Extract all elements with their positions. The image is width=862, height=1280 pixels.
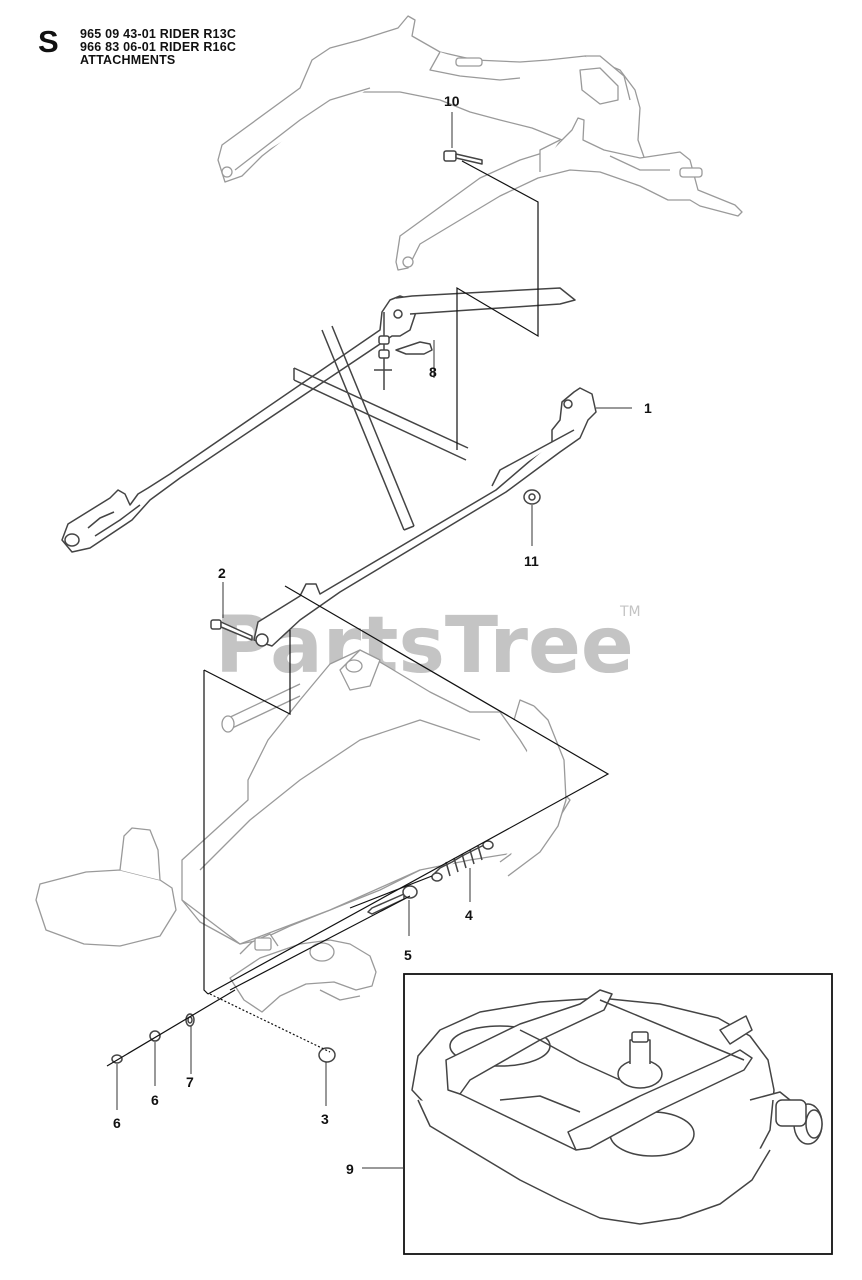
model-line-2: 966 83 06-01 RIDER R16C (80, 40, 237, 54)
section-title: ATTACHMENTS (80, 53, 176, 67)
nut-11 (523, 489, 541, 505)
rear-chassis (35, 649, 571, 1013)
watermark-trademark: TM (619, 604, 641, 620)
bolt-2 (210, 619, 253, 641)
callout-4: 4 (465, 907, 473, 923)
callout-6a: 6 (151, 1092, 159, 1108)
bolt-10 (443, 150, 483, 165)
callout-leaders (116, 112, 632, 1169)
turnbuckle-5 (367, 885, 418, 915)
hardware-stack (111, 1013, 336, 1064)
callout-2: 2 (218, 565, 226, 581)
callout-3: 3 (321, 1111, 329, 1127)
callout-11: 11 (524, 553, 539, 569)
section-letter: S (38, 24, 59, 59)
mower-deck-inset (403, 973, 833, 1255)
spring-4 (431, 840, 494, 882)
lift-arm-assembly (217, 15, 743, 271)
callout-6b: 6 (113, 1115, 121, 1131)
callout-7: 7 (186, 1074, 194, 1090)
callout-8: 8 (429, 364, 437, 380)
assembly-lines (106, 160, 610, 1067)
callout-labels: 10 8 1 11 2 4 5 6 6 7 3 9 (113, 93, 652, 1177)
callout-1: 1 (644, 400, 652, 416)
callout-9: 9 (346, 1161, 354, 1177)
model-line-1: 965 09 43-01 RIDER R13C (80, 27, 237, 41)
pin-8 (374, 312, 433, 390)
deck-frame (61, 287, 597, 647)
callout-10: 10 (444, 93, 460, 109)
callout-5: 5 (404, 947, 412, 963)
